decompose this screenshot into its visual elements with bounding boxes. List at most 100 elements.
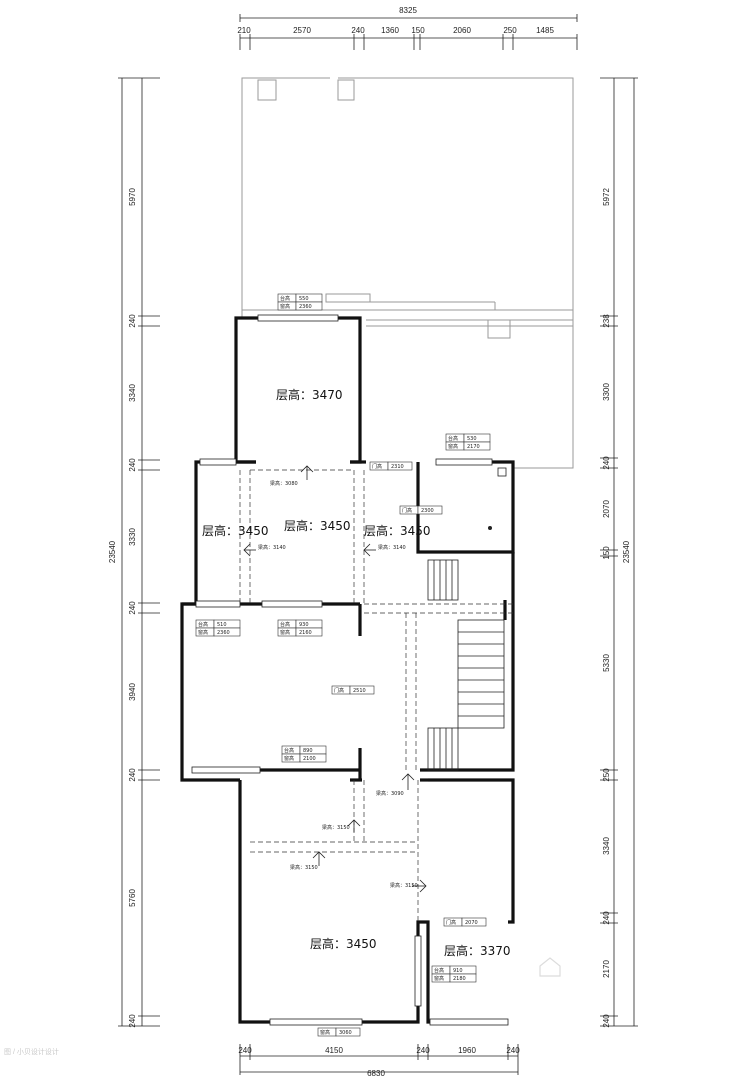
dim-bottom-4: 1960	[458, 1046, 476, 1055]
beam-label: 梁高：3150	[390, 882, 418, 889]
tag-window-label: 窗高	[434, 975, 444, 982]
tag-sill-value: 930	[299, 622, 309, 628]
dim-bottom-1: 240	[238, 1046, 252, 1055]
tag-sill-label: 台高	[434, 967, 444, 974]
tag-window-label: 窗高	[280, 303, 290, 310]
dim-left-7: 3940	[128, 683, 137, 701]
room-labels: 层高：3470 层高：3450 层高：3450 层高：3450 层高：3450 …	[202, 387, 511, 958]
dim-right-3: 3300	[602, 383, 611, 401]
right-dimensions: 5972 238 3300 240 2070 150 5330 250 3340…	[600, 77, 638, 1028]
room-label-bottom: 层高：3450	[310, 936, 377, 951]
tag-window-value: 2100	[303, 756, 316, 762]
dim-right-1: 5972	[602, 188, 611, 206]
tag-sill-value: 910	[453, 968, 463, 974]
beam-label: 梁高：3090	[376, 790, 404, 797]
room-label-right: 层高：3450	[364, 523, 431, 538]
beam-label: 梁高：3140	[258, 544, 286, 551]
room-label-top: 层高：3470	[276, 387, 343, 402]
tag-window-label: 窗高	[198, 629, 208, 636]
dim-left-4: 240	[128, 458, 137, 472]
tag-door-label: 门高	[334, 687, 344, 694]
arrows	[243, 465, 427, 893]
tag-door-label: 门高	[372, 463, 382, 470]
bath-fixtures	[488, 467, 507, 530]
tag-window-value: 2360	[217, 630, 230, 636]
dim-right-5: 2070	[602, 500, 611, 518]
dim-right-8: 250	[602, 768, 611, 782]
tag-door-label: 门高	[402, 507, 412, 514]
tag-door-value: 2070	[465, 920, 478, 926]
dim-top-total: 8325	[399, 6, 417, 15]
tag-window-value: 2360	[299, 304, 312, 310]
dim-left-6: 240	[128, 601, 137, 615]
dim-bottom-5: 240	[506, 1046, 520, 1055]
dim-top-6: 2060	[453, 26, 471, 35]
dim-right-9: 3340	[602, 837, 611, 855]
tag-sill-label: 台高	[280, 621, 290, 628]
watermark: 图 / 小贝设计设计	[4, 1047, 59, 1056]
dim-top-5: 150	[411, 26, 425, 35]
beam-label: 梁高：3140	[378, 544, 406, 551]
tag-sill-label: 台高	[448, 435, 458, 442]
beam-label: 梁高：3150	[322, 824, 350, 831]
left-dimensions: 5970 240 3340 240 3330 240 3940 240 5760…	[108, 77, 160, 1028]
tag-sill-value: 550	[299, 296, 309, 302]
tag-door-value: 2510	[353, 688, 366, 694]
tag-door-value: 2300	[421, 508, 434, 514]
dim-top-7: 250	[503, 26, 517, 35]
annotation-tags: 台高 550 窗高 2360 台高 530 窗高 2170 台高 510 窗高 …	[195, 293, 491, 1037]
dim-left-total: 23540	[108, 540, 117, 563]
tag-sill-value: 890	[303, 748, 313, 754]
dim-left-10: 240	[128, 1014, 137, 1028]
tag-window-label: 窗高	[320, 1029, 330, 1036]
windows	[191, 314, 509, 1026]
dim-right-total: 23540	[622, 540, 631, 563]
dim-top-3: 240	[351, 26, 365, 35]
tag-window-label: 窗高	[448, 443, 458, 450]
bottom-dimensions: 240 4150 240 1960 240 6830	[238, 1044, 520, 1078]
dim-top-8: 1485	[536, 26, 554, 35]
dim-right-12: 240	[602, 1014, 611, 1028]
dim-bottom-3: 240	[416, 1046, 430, 1055]
walls	[180, 316, 515, 1024]
tag-window-label: 窗高	[284, 755, 294, 762]
terrace-outline	[241, 77, 574, 469]
watermark-logo-icon	[539, 957, 561, 977]
tag-window-value: 2160	[299, 630, 312, 636]
tag-sill-value: 510	[217, 622, 227, 628]
dim-right-10: 240	[602, 911, 611, 925]
dim-right-11: 2170	[602, 960, 611, 978]
room-label-left: 层高：3450	[202, 523, 269, 538]
tag-window-value: 3060	[339, 1030, 352, 1036]
dim-left-1: 5970	[128, 188, 137, 206]
room-label-center: 层高：3450	[284, 518, 351, 533]
dim-top-2: 2570	[293, 26, 311, 35]
dim-left-9: 5760	[128, 889, 137, 907]
room-label-bottom-right: 层高：3370	[444, 943, 511, 958]
dim-right-4: 240	[602, 456, 611, 470]
tag-sill-value: 530	[467, 436, 477, 442]
dim-bottom-2: 4150	[325, 1046, 343, 1055]
tag-door-value: 2310	[391, 464, 404, 470]
staircase	[427, 559, 505, 771]
tag-door-label: 门高	[446, 919, 456, 926]
top-dimensions: 8325 210 2570 240 1360 150 2060 250 1485	[237, 6, 578, 50]
beam-label: 梁高：3080	[270, 480, 298, 487]
dim-top-4: 1360	[381, 26, 399, 35]
tag-window-value: 2170	[467, 444, 480, 450]
dim-right-7: 5330	[602, 654, 611, 672]
dim-bottom-total: 6830	[367, 1069, 385, 1078]
tag-window-label: 窗高	[280, 629, 290, 636]
dim-left-3: 3340	[128, 384, 137, 402]
dim-right-6: 150	[602, 546, 611, 560]
tag-sill-label: 台高	[284, 747, 294, 754]
tag-sill-label: 台高	[280, 295, 290, 302]
tag-window-value: 2180	[453, 976, 466, 982]
dim-left-2: 240	[128, 314, 137, 328]
dim-left-5: 3330	[128, 528, 137, 546]
tag-sill-label: 台高	[198, 621, 208, 628]
dim-left-8: 240	[128, 768, 137, 782]
dim-top-1: 210	[237, 26, 251, 35]
dim-right-2: 238	[602, 314, 611, 328]
